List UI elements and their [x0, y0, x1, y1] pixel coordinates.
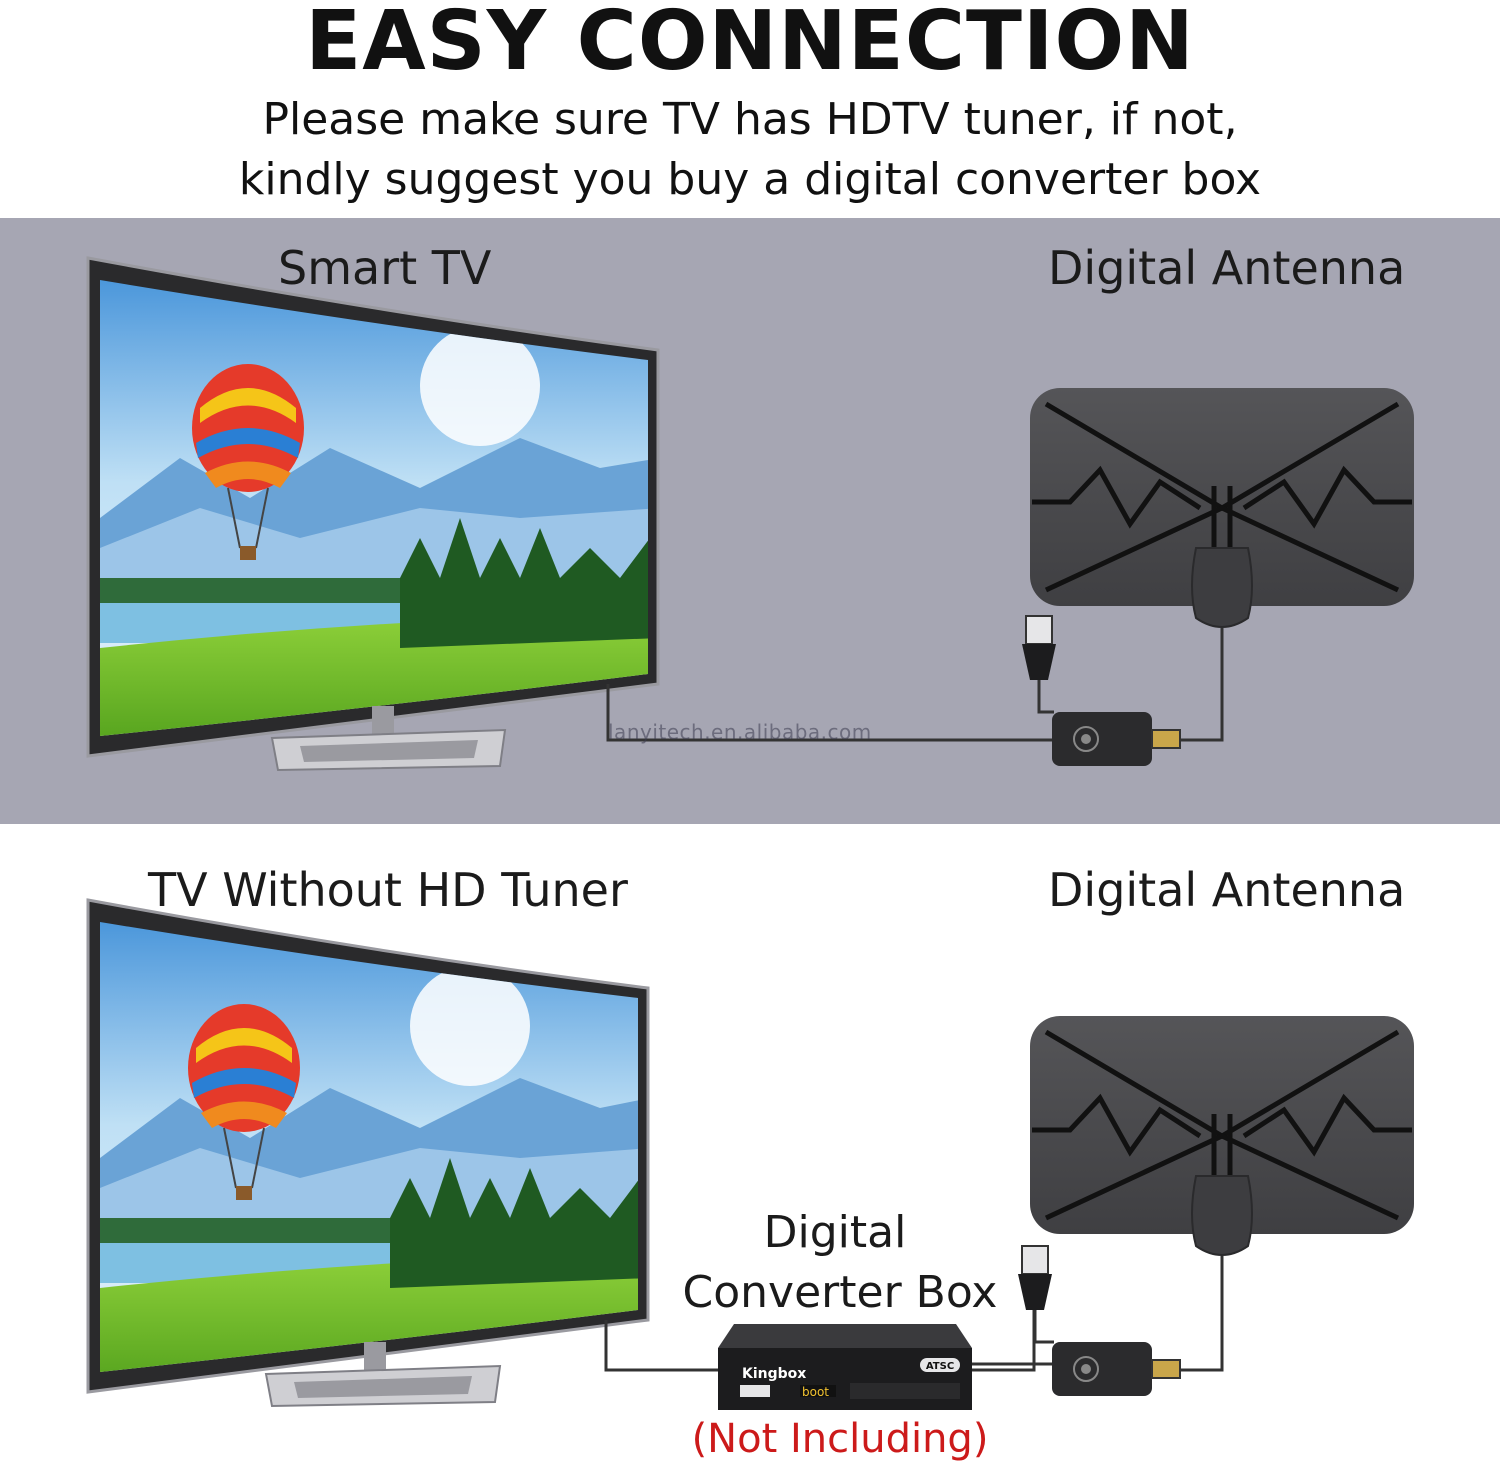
subtitle-line-2: kindly suggest you buy a digital convert…	[238, 154, 1262, 205]
digital-converter-box: ATSC Kingbox boot	[718, 1324, 972, 1410]
signal-amplifier-2	[1052, 1342, 1181, 1396]
smart-tv-label: Smart TV	[278, 241, 492, 295]
usb-plug-2	[1018, 1245, 1054, 1344]
coax-cable-tv	[606, 684, 1054, 742]
converter-box-connection-diagram: ATSC Kingbox boot	[86, 898, 1414, 1410]
antenna-cable-2	[1160, 1256, 1224, 1372]
tv-screen-landscape	[100, 280, 648, 736]
subtitle-line-1: Please make sure TV has HDTV tuner, if n…	[262, 94, 1238, 145]
digital-antenna-label-1: Digital Antenna	[1048, 241, 1406, 295]
converter-label-line-2: Converter Box	[682, 1267, 998, 1318]
digital-antenna-1	[1030, 388, 1414, 628]
digital-antenna-2	[1030, 1016, 1414, 1256]
converter-badge: ATSC	[926, 1361, 954, 1372]
smart-tv	[86, 256, 660, 772]
smart-tv-connection-diagram	[86, 256, 1414, 772]
watermark-text: lanyitech.en.alibaba.com	[608, 720, 872, 744]
tv-without-hd-tuner-label: TV Without HD Tuner	[148, 863, 628, 917]
converter-label-line-1: Digital	[763, 1207, 907, 1258]
not-including-note: (Not Including)	[691, 1416, 989, 1462]
hot-air-balloon-2	[188, 1004, 300, 1200]
converter-display: boot	[802, 1385, 829, 1399]
antenna-cable-1	[1160, 628, 1224, 742]
converter-brand: Kingbox	[742, 1366, 806, 1382]
usb-plug-1	[1022, 615, 1056, 714]
hot-air-balloon	[192, 364, 304, 560]
tv-screen-landscape-2	[100, 922, 638, 1372]
signal-amplifier-1	[1052, 712, 1181, 766]
digital-antenna-label-2: Digital Antenna	[1048, 863, 1406, 917]
main-title: EASY CONNECTION	[305, 0, 1195, 89]
cable-tv-to-converter	[604, 1320, 720, 1372]
tv-without-tuner	[86, 898, 650, 1408]
